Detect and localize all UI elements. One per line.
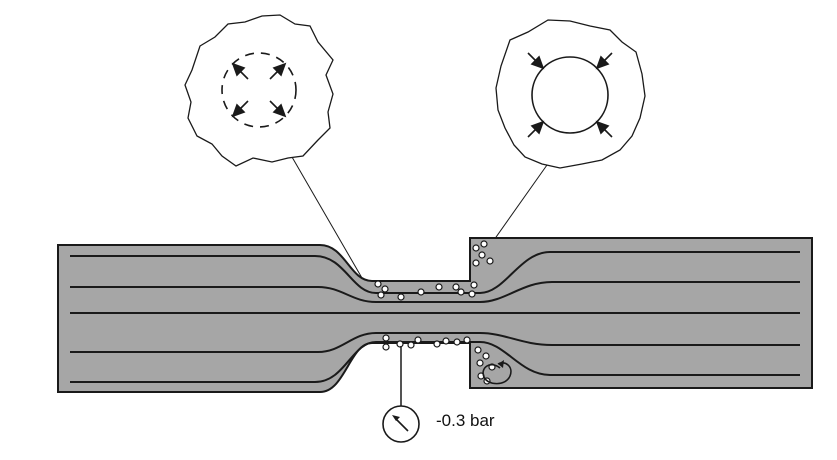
bubble <box>374 280 382 288</box>
bubble <box>470 281 478 289</box>
bubble <box>452 283 460 291</box>
bubble-expanding-icon <box>221 52 297 128</box>
bubble <box>474 346 482 354</box>
bubble <box>397 293 405 301</box>
left-callout-leader <box>291 156 363 279</box>
pressure-gauge-icon <box>382 405 420 443</box>
streamline-2 <box>70 281 800 303</box>
collapse-arrows <box>527 52 613 138</box>
bubble <box>381 285 389 293</box>
streamline-5 <box>70 341 800 383</box>
bubble <box>382 343 390 351</box>
bubble <box>472 244 480 252</box>
expansion-arrows <box>231 62 287 118</box>
streamline-4 <box>70 332 800 353</box>
bubble-collapsing-icon <box>531 56 609 134</box>
bubble <box>457 288 465 296</box>
bubble <box>396 340 404 348</box>
vortex-swirl-icon <box>482 361 512 385</box>
bubble <box>414 336 422 344</box>
bubble <box>435 283 443 291</box>
bubble <box>407 341 415 349</box>
bubble <box>453 338 461 346</box>
bubble <box>482 352 490 360</box>
bubble <box>486 257 494 265</box>
pressure-reading-label: -0.3 bar <box>436 411 495 430</box>
left-callout <box>184 14 334 167</box>
bubble <box>476 359 484 367</box>
bubble <box>463 336 471 344</box>
bubble <box>480 240 488 248</box>
bubble <box>433 340 441 348</box>
streamlines <box>70 251 800 383</box>
vortex-arrowhead <box>498 360 504 368</box>
right-callout <box>495 19 646 169</box>
bubble <box>442 337 450 345</box>
bubble <box>472 259 480 267</box>
bubble <box>382 334 390 342</box>
streamline-1 <box>70 251 800 294</box>
left-callout-outline <box>184 14 334 167</box>
bubble <box>377 291 385 299</box>
cavitation-bubbles <box>374 240 496 385</box>
bubble <box>417 288 425 296</box>
bubble <box>478 251 486 259</box>
flow-channel <box>57 237 813 393</box>
bubble <box>468 290 476 298</box>
